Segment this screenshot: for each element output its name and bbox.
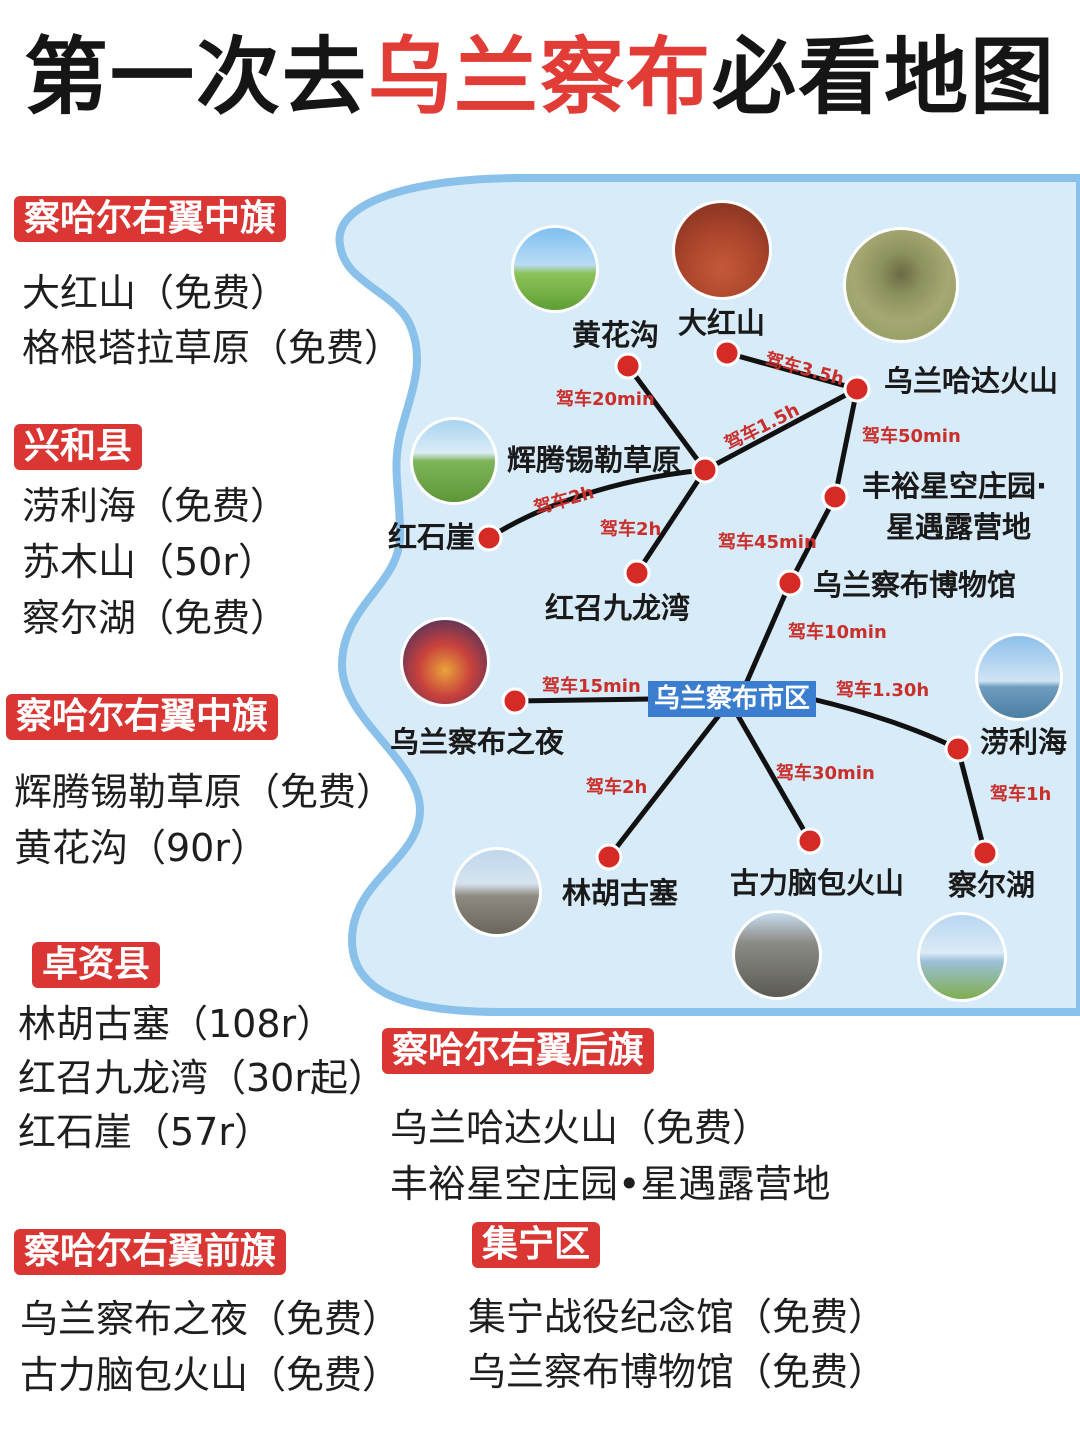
place-label-hongzhao: 红召九龙湾 <box>545 591 691 625</box>
section-item: 古力脑包火山（免费） <box>20 1353 401 1397</box>
pin-huanghuagou <box>614 352 642 380</box>
section-item: 格根塔拉草原（免费） <box>22 326 403 370</box>
place-label-chaerhu: 察尔湖 <box>948 868 1036 902</box>
route-city-linhu <box>606 711 723 860</box>
pin-fengyu <box>821 483 849 511</box>
route-huanghuagou-huiteng <box>625 363 708 473</box>
section-item: 红召九龙湾（30r起） <box>18 1056 386 1100</box>
place-label-wulanhada: 乌兰哈达火山 <box>884 364 1059 398</box>
drive-museum-city: 驾车10min <box>788 622 887 643</box>
route-city-gulinaobao <box>734 711 813 844</box>
place-label-hongshiya: 红石崖 <box>388 520 476 554</box>
red-mountain-photo <box>675 203 769 297</box>
pin-gulinaobao <box>796 827 824 855</box>
pin-night <box>501 687 529 715</box>
section-tag-chayouzhong-1: 察哈尔右翼中旗 <box>14 196 287 242</box>
route-fengyu-museum <box>787 494 838 586</box>
pin-hongshiya <box>475 524 503 552</box>
route-wulanhada-fengyu <box>832 386 860 500</box>
grassland-photo <box>514 228 596 310</box>
section-item: 苏木山（50r） <box>22 540 276 584</box>
route-huiteng-wulanhada <box>702 386 860 473</box>
place-label-laolihai: 涝利海 <box>980 725 1068 759</box>
route-laolihai-chaerhu <box>955 746 988 856</box>
route-museum-city <box>742 580 793 689</box>
drive-laolihai-chaerhu: 驾车1h <box>990 784 1052 805</box>
huiteng-grassland-photo <box>413 420 495 502</box>
chaerhu-lake-photo <box>920 915 1004 999</box>
section-item: 大红山（免费） <box>22 271 289 315</box>
section-item: 林胡古塞（108r） <box>18 1002 335 1046</box>
drive-wulanhada-fengyu: 驾车50min <box>862 426 961 447</box>
section-tag-chayouqian: 察哈尔右翼前旗 <box>14 1229 287 1275</box>
place-label-dahongshan: 大红山 <box>678 306 766 340</box>
lake-tower-photo <box>978 636 1060 718</box>
route-huiteng-hongzhao <box>634 467 708 576</box>
section-item: 乌兰察布博物馆（免费） <box>468 1350 887 1394</box>
section-tag-chayouzhong-2: 察哈尔右翼中旗 <box>6 694 279 740</box>
section-item: 集宁战役纪念馆（免费） <box>468 1295 887 1339</box>
section-item: 黄花沟（90r） <box>14 826 268 870</box>
place-label-fengyu-2: 星遇露营地 <box>886 510 1032 544</box>
drive-huanghuagou-huiteng: 驾车20min <box>556 389 655 410</box>
section-item: 红石崖（57r） <box>18 1110 272 1154</box>
pin-huiteng <box>691 456 719 484</box>
route-dahongshan-wulanhada <box>724 350 860 392</box>
route-huiteng-hongshiya <box>486 467 708 541</box>
drive-huiteng-hongzhao: 驾车2h <box>600 519 662 540</box>
drive-night-city: 驾车15min <box>542 676 641 697</box>
pin-wulanhada <box>843 375 871 403</box>
section-item: 丰裕星空庄园•星遇露营地 <box>390 1162 831 1206</box>
section-tag-jining: 集宁区 <box>472 1222 601 1268</box>
section-tag-chayouhou: 察哈尔右翼后旗 <box>382 1028 655 1074</box>
place-label-fengyu-1: 丰裕星空庄园· <box>862 469 1048 503</box>
pin-linhu <box>595 843 623 871</box>
section-item: 乌兰哈达火山（免费） <box>390 1106 771 1150</box>
city-center-label: 乌兰察布市区 <box>648 681 817 717</box>
volcano-photo <box>846 230 956 340</box>
drive-city-linhu: 驾车2h <box>586 777 648 798</box>
section-item: 辉腾锡勒草原（免费） <box>14 770 395 814</box>
pin-chaerhu <box>971 839 999 867</box>
place-label-linhu: 林胡古塞 <box>562 876 679 910</box>
night-show-photo <box>403 620 487 704</box>
section-item: 乌兰察布之夜（免费） <box>20 1297 401 1341</box>
section-tag-zhuozi: 卓资县 <box>32 942 161 988</box>
rock-pillars-photo <box>735 913 819 997</box>
pin-dahongshan <box>713 339 741 367</box>
title-prefix: 第一次去 <box>23 28 368 126</box>
map-region <box>335 174 1080 1016</box>
place-label-museum: 乌兰察布博物馆 <box>813 568 1017 602</box>
map-pins <box>475 339 999 871</box>
drive-city-laolihai: 驾车1.30h <box>836 680 930 701</box>
place-label-gulinaobao: 古力脑包火山 <box>730 866 905 900</box>
ancient-fort-photo <box>455 850 539 934</box>
drive-fengyu-museum: 驾车45min <box>718 532 817 553</box>
section-item: 察尔湖（免费） <box>22 596 289 640</box>
title-highlight: 乌兰察布 <box>367 28 712 126</box>
route-lines <box>486 350 988 860</box>
place-label-huanghuagou: 黄花沟 <box>572 318 660 352</box>
place-label-night: 乌兰察布之夜 <box>390 725 565 759</box>
pin-hongzhao <box>623 559 651 587</box>
pin-museum <box>776 569 804 597</box>
place-label-huiteng: 辉腾锡勒草原 <box>507 443 682 477</box>
title-suffix: 必看地图 <box>712 28 1057 126</box>
page-title: 第一次去乌兰察布必看地图 <box>0 22 1080 132</box>
section-tag-xinghe: 兴和县 <box>14 424 143 470</box>
section-item: 涝利海（免费） <box>22 484 289 528</box>
pin-laolihai <box>944 735 972 763</box>
drive-city-gulinaobao: 驾车30min <box>776 763 875 784</box>
route-night-city <box>512 696 653 704</box>
